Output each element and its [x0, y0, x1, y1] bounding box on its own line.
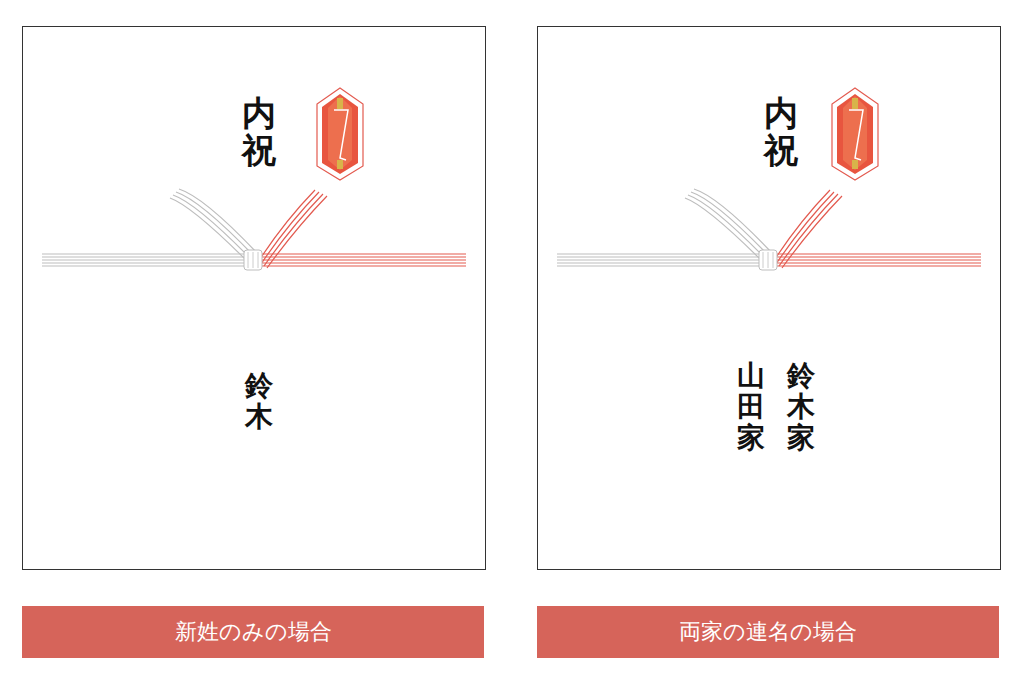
name-text: 鈴木家 — [787, 361, 815, 453]
omotegaki: 内祝 — [242, 95, 276, 170]
caption-text: 新姓のみの場合 — [175, 617, 332, 647]
noshi-panel: 内祝鈴木 — [22, 26, 486, 570]
name-text: 鈴木 — [245, 371, 273, 433]
name-text: 山田家 — [737, 361, 765, 453]
noshi-panel: 内祝鈴木家山田家 — [537, 26, 1001, 570]
caption-band: 新姓のみの場合 — [22, 606, 484, 658]
caption-band: 両家の連名の場合 — [537, 606, 999, 658]
caption-text: 両家の連名の場合 — [679, 617, 857, 647]
omotegaki: 内祝 — [764, 95, 798, 170]
